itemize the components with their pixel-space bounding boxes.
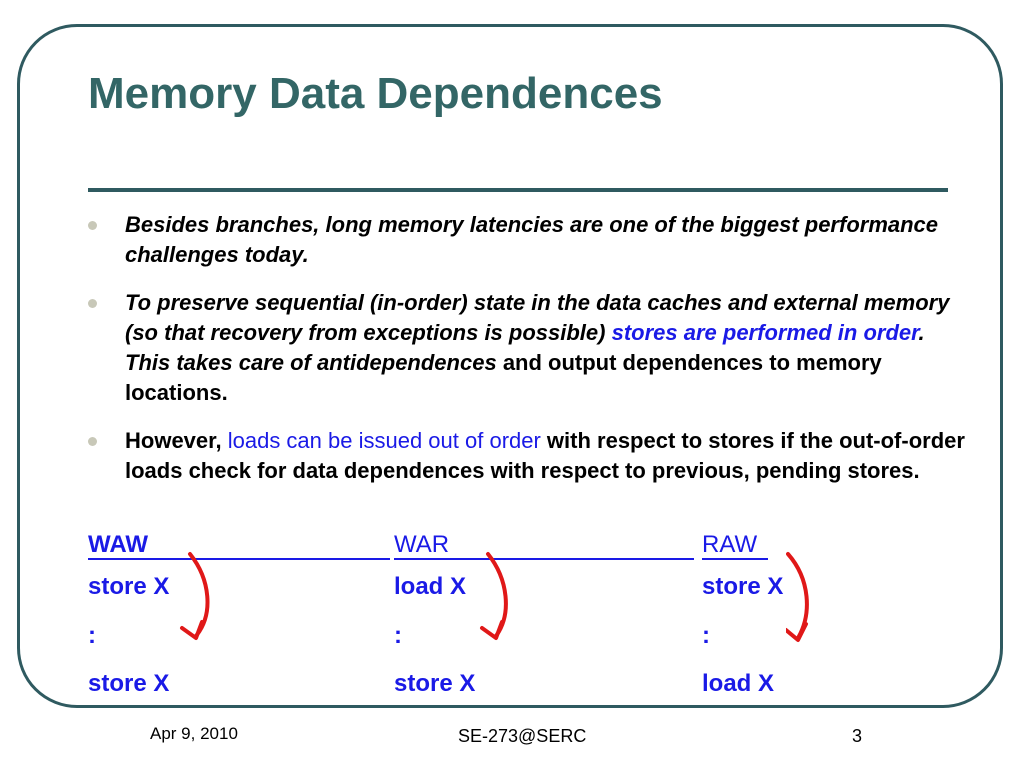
slide-title: Memory Data Dependences bbox=[88, 69, 663, 118]
header-underline bbox=[702, 558, 768, 560]
dependence-waw: WAW store X : store X bbox=[88, 530, 390, 697]
bullet-highlight: loads can be issued out of order bbox=[227, 428, 541, 453]
dependence-raw: RAW store X : load X bbox=[702, 530, 902, 697]
bullet-item: To preserve sequential (in-order) state … bbox=[88, 288, 968, 408]
dependence-line: load X bbox=[394, 573, 467, 600]
bullet-item: However, loads can be issued out of orde… bbox=[88, 426, 968, 486]
bullet-text: To preserve sequential (in-order) state … bbox=[125, 290, 950, 345]
dependence-line: store X bbox=[88, 573, 170, 600]
footer-page-number: 3 bbox=[852, 726, 863, 746]
bullet-dot-icon bbox=[88, 299, 97, 308]
dependence-line: store X bbox=[394, 670, 476, 697]
dependence-line: store X bbox=[88, 670, 170, 697]
bullet-dot-icon bbox=[88, 221, 97, 230]
dependence-line: : bbox=[702, 622, 710, 649]
footer-course: SE-273@SERC bbox=[458, 726, 587, 746]
slide-frame bbox=[17, 24, 1003, 708]
dependence-header: WAW bbox=[88, 531, 148, 558]
bullet-highlight: stores are performed in order bbox=[611, 320, 919, 345]
dependence-header: WAR bbox=[394, 531, 450, 558]
title-divider bbox=[88, 188, 948, 192]
dependence-war: WAR load X : store X bbox=[394, 530, 694, 697]
curved-arrow-icon bbox=[180, 552, 210, 640]
header-underline bbox=[394, 558, 694, 560]
dependence-line: : bbox=[88, 622, 96, 649]
bullet-dot-icon bbox=[88, 437, 97, 446]
curved-arrow-icon bbox=[786, 552, 809, 642]
bullet-list: Besides branches, long memory latencies … bbox=[88, 210, 968, 486]
bullet-item: Besides branches, long memory latencies … bbox=[88, 210, 968, 270]
bullet-text: and output dependences to memory locatio… bbox=[125, 350, 882, 405]
bullet-text: Besides branches, long memory latencies … bbox=[125, 212, 939, 267]
header-underline bbox=[88, 558, 390, 560]
dependence-header: RAW bbox=[702, 531, 758, 558]
footer-date: Apr 9, 2010 bbox=[150, 724, 238, 743]
dependence-line: load X bbox=[702, 670, 775, 697]
bullet-text: . This takes care of antidependences bbox=[125, 320, 925, 375]
dependence-line: store X bbox=[702, 573, 784, 600]
dependence-line: : bbox=[394, 622, 402, 649]
bullet-text: with respect to stores if the out-of-ord… bbox=[125, 428, 965, 483]
bullet-text: However, bbox=[125, 428, 228, 453]
curved-arrow-icon bbox=[480, 552, 508, 640]
